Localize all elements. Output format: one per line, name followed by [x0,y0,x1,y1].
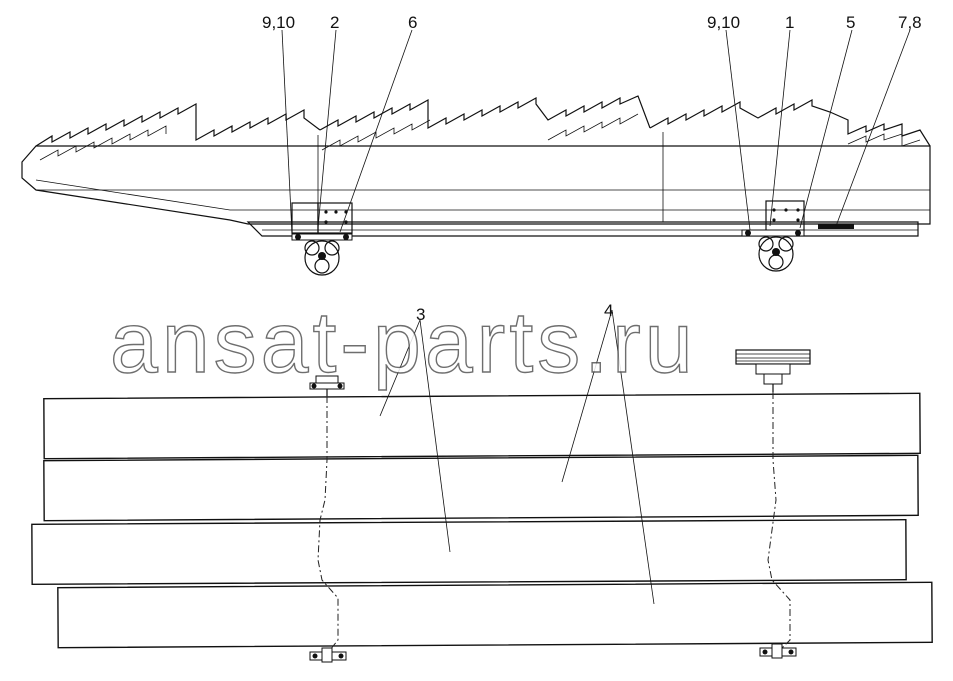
bottom-leaders [379,309,655,605]
right-bottom-fitting [759,643,797,659]
knife-bar-4 [57,581,933,649]
right-drive-head [741,229,805,272]
header-side-view [21,95,931,276]
top-leaders [281,29,911,235]
callout-1: 1 [785,13,794,32]
knife-bar-3 [31,519,907,585]
callout-7-8: 7,8 [898,13,922,32]
knife-bar-2 [43,454,919,522]
left-drive-head [291,233,353,276]
callout-5: 5 [846,13,855,32]
part-7-8-plate [818,224,854,229]
left-top-fitting [309,375,345,396]
left-bracket [291,202,353,234]
callout-4: 4 [604,301,613,320]
callout-9-10-left: 9,10 [262,13,295,32]
knife-bar-1 [43,392,921,460]
top-callouts: 9,10 2 6 9,10 1 5 7,8 [262,13,922,32]
right-top-pulley [735,349,811,392]
callout-9-10-right: 9,10 [707,13,740,32]
left-bottom-fitting [309,647,347,663]
callout-3: 3 [416,305,425,324]
bottom-callouts: 3 4 [416,301,613,324]
knife-bars-plan-view [31,349,933,663]
callout-2: 2 [330,13,339,32]
watermark: ansat-parts.ru [110,295,697,391]
callout-6: 6 [408,13,417,32]
left-shaft [317,396,339,651]
